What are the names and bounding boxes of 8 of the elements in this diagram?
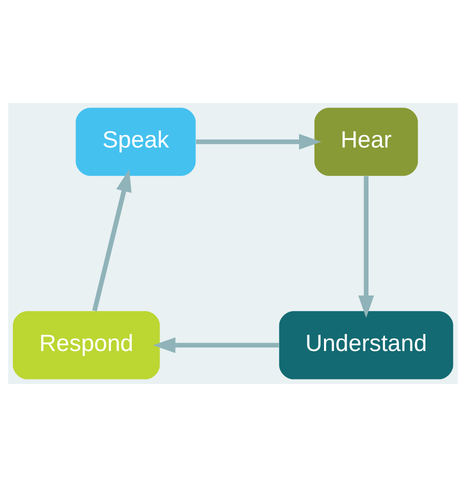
- arrow: [152, 337, 279, 354]
- node-box: Speak: [76, 108, 196, 176]
- arrow: [92, 169, 132, 312]
- node-box: Respond: [12, 311, 160, 380]
- arrow: [358, 176, 374, 318]
- node-box: Understand: [279, 311, 454, 380]
- arrow: [196, 134, 322, 150]
- node-box: Hear: [314, 108, 418, 176]
